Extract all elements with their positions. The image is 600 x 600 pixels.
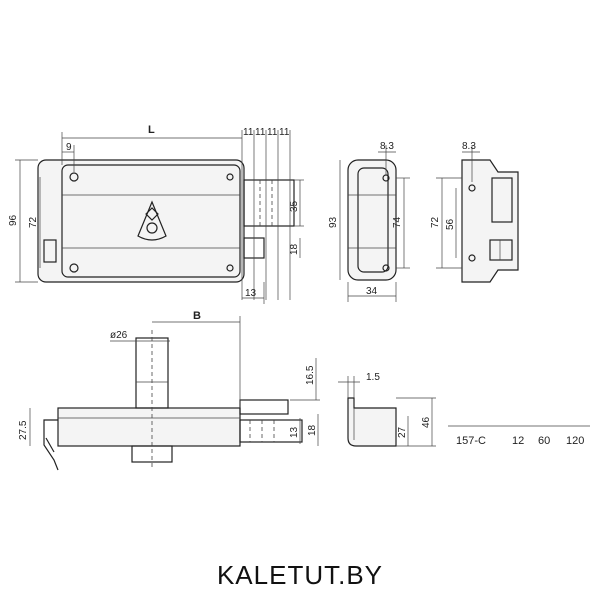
dim-56: 56 (445, 218, 456, 230)
latch-stub (43, 239, 57, 263)
screw-hole (226, 173, 234, 181)
dim-11: 11 (243, 127, 254, 138)
dim-diameter-26: ø26 (110, 330, 128, 341)
dim-72: 72 (28, 216, 39, 228)
screw-hole (468, 254, 476, 262)
bolt-slot (491, 177, 513, 223)
latch-slot (489, 239, 513, 261)
keyhole-icon (146, 222, 158, 234)
deadbolt-side (239, 399, 289, 415)
dim-11: 11 (267, 127, 278, 138)
dim-13: 13 (289, 426, 300, 438)
dim-35: 35 (289, 200, 300, 212)
dim-11: 11 (255, 127, 266, 138)
dim-8-3: 8.3 (380, 141, 394, 152)
model-name: 157-C (456, 435, 486, 447)
latch-hook (43, 419, 59, 471)
dim-8-3: 8.3 (462, 141, 476, 152)
table-value: 12 (512, 435, 524, 447)
bottom-view: B ø26 27.5 16.5 13 18 (18, 310, 320, 471)
strike-plate (461, 159, 519, 283)
bottom-body (57, 407, 241, 447)
dim-27-5: 27.5 (18, 420, 29, 440)
deadbolt (243, 179, 295, 227)
dim-9: 9 (66, 142, 72, 153)
model-table: 157-C 12 60 120 (448, 425, 590, 447)
screw-hole (382, 264, 390, 272)
side-view: 8.3 93 74 34 (328, 141, 410, 302)
key-escutcheon (137, 200, 167, 241)
dim-18: 18 (289, 243, 300, 255)
side-body (347, 159, 397, 281)
front-view: L 11 11 11 11 9 96 72 35 18 13 (8, 124, 304, 304)
dim-16-5: 16.5 (305, 365, 316, 385)
lock-body (37, 159, 245, 283)
screw-hole (69, 172, 79, 182)
latch-side (239, 419, 303, 443)
dim-46: 46 (421, 416, 432, 428)
dim-34: 34 (366, 286, 378, 297)
brand-watermark: KALETUT.BY (216, 560, 384, 590)
screw-hole (69, 263, 79, 273)
dim-72: 72 (430, 216, 441, 228)
strike-profile-view: 1.5 27 46 (338, 372, 436, 447)
table-value: 60 (538, 435, 550, 447)
screw-hole (468, 184, 476, 192)
dim-96: 96 (8, 214, 19, 226)
dim-74: 74 (392, 216, 403, 228)
dim-1-5: 1.5 (366, 372, 380, 383)
screw-hole (226, 264, 234, 272)
dim-B: B (193, 310, 201, 322)
dim-27: 27 (397, 426, 408, 438)
dim-18: 18 (307, 424, 318, 436)
dim-13: 13 (245, 288, 257, 299)
dim-L: L (148, 124, 155, 136)
dim-11: 11 (279, 127, 290, 138)
lock-cover (61, 164, 241, 278)
table-value: 120 (566, 435, 584, 447)
strike-plate-view: 8.3 72 56 (430, 141, 519, 283)
dim-93: 93 (328, 216, 339, 228)
strike-profile (347, 397, 397, 447)
